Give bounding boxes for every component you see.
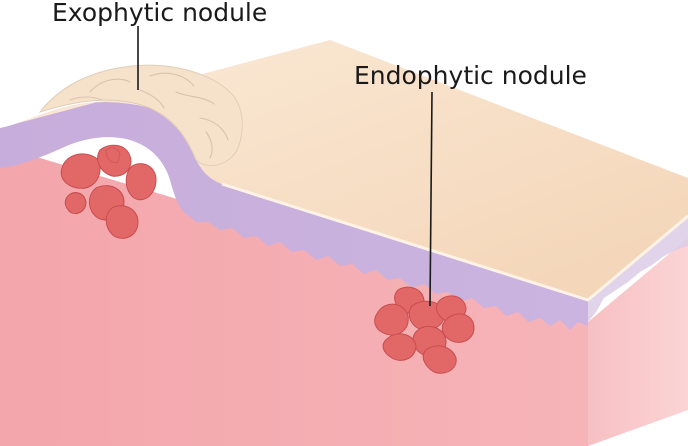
top-front-edge	[221, 182, 688, 302]
epidermis-layer	[0, 102, 588, 330]
side-epidermis-band	[588, 216, 688, 322]
block-side-face	[588, 238, 688, 446]
exophytic-nodule-label: Exophytic nodule	[52, 0, 267, 27]
exophytic-bump-creases	[69, 72, 229, 159]
endophytic-nodule-cluster	[374, 286, 475, 374]
endophytic-nodule-label: Endophytic nodule	[354, 61, 587, 90]
exophytic-bump	[38, 64, 243, 167]
endophytic-leader-line	[429, 91, 433, 307]
exophytic-dermal-cluster	[60, 144, 157, 239]
